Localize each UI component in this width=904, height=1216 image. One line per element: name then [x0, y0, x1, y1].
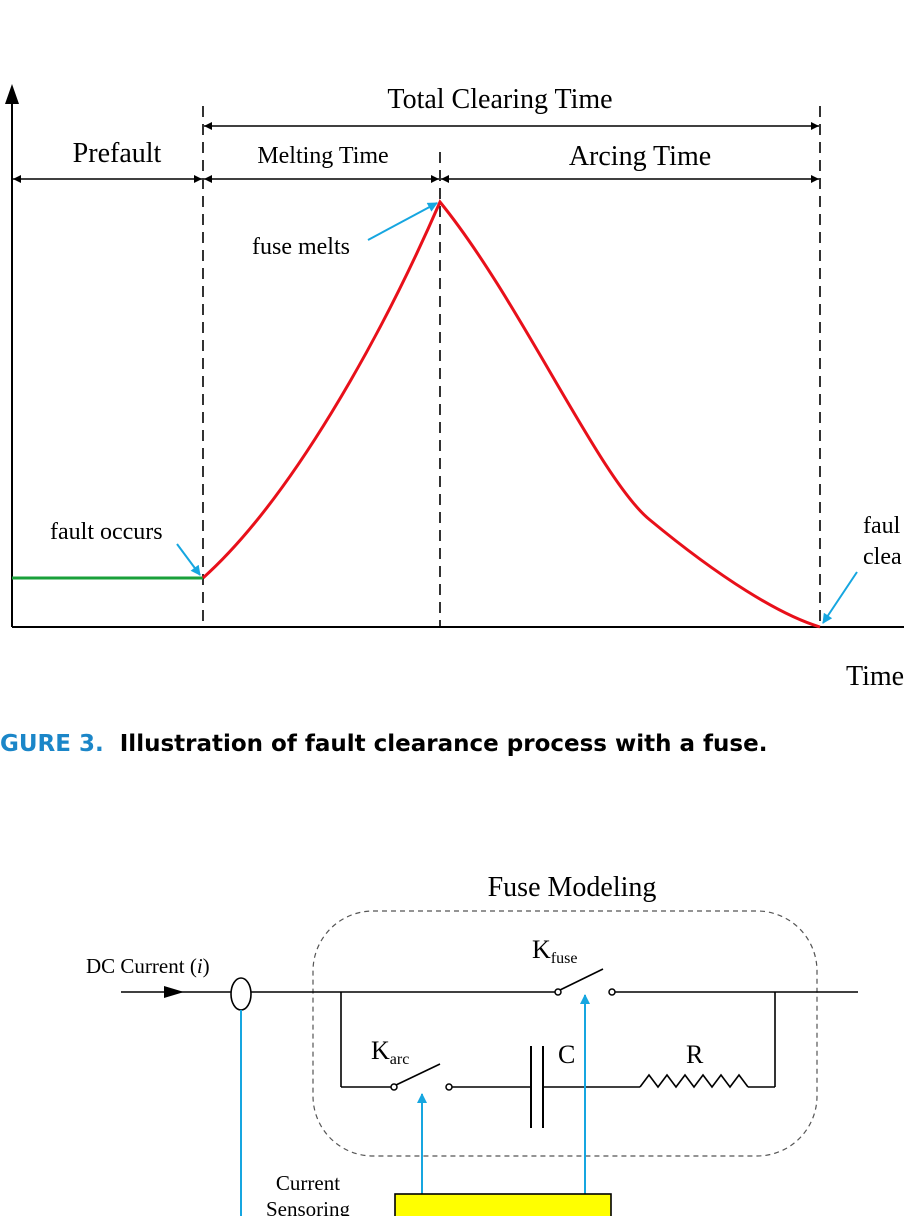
fault-occurs-label: fault occurs — [50, 519, 163, 545]
fuse-melts-pointer — [367, 202, 438, 241]
kfuse-terminal-left — [554, 988, 562, 996]
fault-cleared-pointer — [822, 571, 858, 624]
total-clearing-time-label: Total Clearing Time — [387, 84, 612, 115]
figure-caption-number: GURE 3. — [0, 731, 104, 757]
fault-occurs-pointer — [176, 543, 201, 576]
arcing-time-label: Arcing Time — [569, 141, 711, 172]
time-axis-label: Time — [846, 661, 904, 692]
kfuse-label: Kfuse — [532, 935, 577, 967]
fault-current-curve — [201, 199, 821, 629]
fuse-melts-label: fuse melts — [252, 234, 350, 260]
melting-time-label: Melting Time — [257, 143, 388, 169]
current-sensor-ring — [230, 977, 252, 1011]
current-direction-arrowhead — [164, 986, 184, 998]
resistor-zigzag — [639, 1073, 749, 1089]
fuse-modeling-label: Fuse Modeling — [488, 872, 657, 903]
karc-terminal-right — [445, 1083, 453, 1091]
y-axis-arrowhead — [5, 84, 19, 104]
capacitor-label: C — [558, 1040, 575, 1069]
fault-clearance-diagram: Total Clearing Time Prefault Melting Tim… — [5, 84, 904, 692]
karc-terminal-left — [390, 1083, 398, 1091]
fault-cleared-label-line1: faul — [863, 513, 901, 539]
karc-switch-blade — [395, 1063, 441, 1086]
figure-caption-text: Illustration of fault clearance process … — [120, 731, 768, 757]
current-sensoring-label-line1: Current — [276, 1171, 340, 1195]
fuse-modeling-boundary — [312, 910, 818, 1157]
fault-cleared-label-line2: clea — [863, 544, 902, 570]
kfuse-switch-blade — [559, 968, 604, 991]
prefault-label: Prefault — [73, 138, 162, 169]
dc-current-label: DC Current (i) — [86, 954, 210, 978]
kfuse-terminal-right — [608, 988, 616, 996]
resistor-label: R — [686, 1040, 704, 1069]
karc-label: Karc — [371, 1036, 409, 1068]
current-sensoring-label-line2: Sensoring — [266, 1197, 351, 1216]
figure-caption: GURE 3. Illustration of fault clearance … — [0, 731, 767, 757]
fuse-model-circuit: Fuse Modeling DC Current (i) Kfuse Karc … — [86, 872, 858, 1216]
control-logic-block — [394, 1193, 612, 1216]
